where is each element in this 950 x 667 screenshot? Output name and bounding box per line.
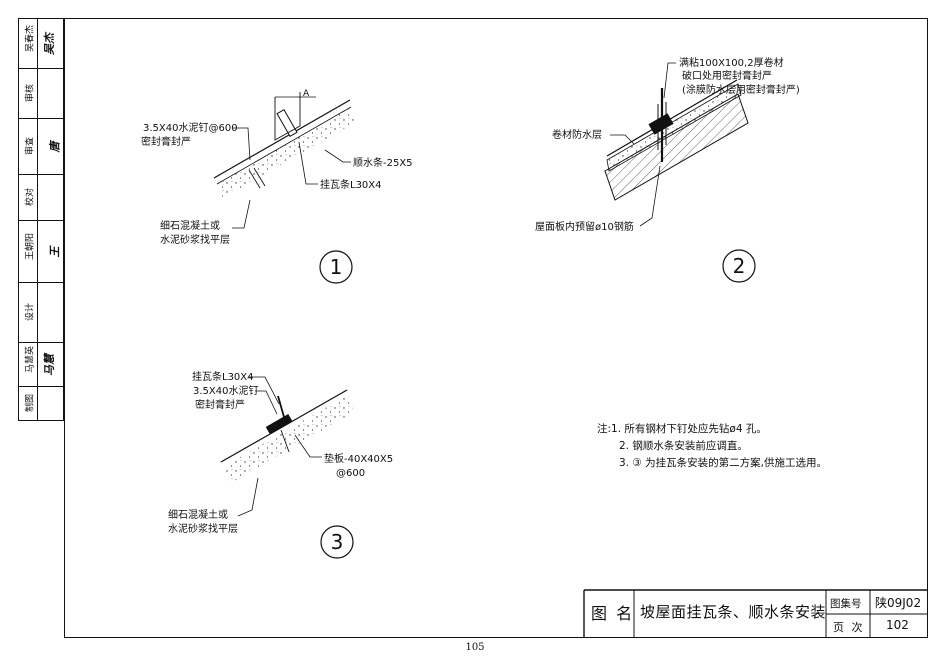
page-label: 页 次	[833, 621, 865, 634]
general-notes: 注:1. 所有钢材下钉处应先钻ø4 孔。 2. 钢顺水条安装前应调直。 3. ③…	[597, 421, 827, 472]
detail-number: 1	[330, 255, 343, 279]
label-patch-line3: (涂膜防水层用密封膏封严)	[682, 83, 800, 96]
leader-counter-batten	[324, 149, 351, 163]
approval-strip: 吴春杰 吴杰 审核 审查 唐 校对 王朝阳 王 设计 马慧英 马慧 制图	[18, 18, 64, 421]
detail-3: 挂瓦条L30X4 3.5X40水泥钉 密封膏封严 垫板-40X40X5 @600…	[168, 370, 393, 559]
label-pad-line2: @600	[336, 468, 365, 479]
roof-surface-line	[213, 99, 351, 179]
batten-outline	[274, 92, 301, 141]
waterproof-membrane-layer	[606, 83, 742, 172]
label-screed-line2: 水泥砂浆找平层	[160, 233, 230, 246]
note-line: 3. ③ 为挂瓦条安装的第二方案,供施工选用。	[619, 457, 827, 469]
leader-pad	[294, 434, 322, 458]
leader-patch	[663, 62, 676, 99]
screed-layer	[217, 108, 356, 198]
strip-cell: 王朝阳 王	[19, 221, 63, 283]
atlas-label: 图集号	[830, 598, 862, 610]
strip-divider	[37, 19, 38, 420]
leader-rebar	[639, 165, 661, 227]
leader-batten	[249, 376, 280, 405]
label-nail: 3.5X40水泥钉@600	[143, 121, 238, 134]
label-screed-line2: 水泥砂浆找平层	[168, 522, 238, 535]
detail-number-circle	[722, 249, 756, 283]
label-rebar: 屋面板内预留ø10钢筋	[535, 220, 634, 233]
leader-nail	[232, 127, 251, 161]
atlas-number: 陕09J02	[875, 596, 922, 610]
label-seal: 密封膏封严	[195, 398, 245, 411]
drawing-frame	[64, 18, 928, 638]
leader-screed	[232, 199, 251, 229]
counter-batten-line	[216, 106, 352, 185]
label-screed-line1: 细石混凝土或	[168, 508, 228, 521]
sheet-page-number: 102	[886, 618, 909, 632]
nail-mark	[248, 169, 261, 189]
detail-number: 2	[733, 254, 746, 278]
leader-screed	[237, 477, 259, 517]
label-counter-batten: 顺水条-25X5	[353, 156, 413, 169]
note-line: 2. 钢顺水条安装前应调直。	[619, 440, 748, 452]
tile-batten-angle	[276, 109, 298, 137]
detail-number-circle	[320, 525, 354, 559]
nail-mark	[253, 167, 266, 187]
title-block-grid	[583, 589, 928, 638]
strip-cell: 吴春杰 吴杰	[19, 19, 63, 69]
detail-1: A 3.5X40水泥钉@600 密封膏封严 顺水条-25X5 挂瓦条L30X4 …	[141, 89, 413, 284]
label-batten: 挂瓦条L30X4	[192, 370, 254, 383]
note-line: 注:1. 所有钢材下钉处应先钻ø4 孔。	[597, 423, 767, 435]
slope-mark: A	[303, 89, 310, 99]
title-block-name-label: 图 名	[591, 604, 635, 623]
roof-slab-section	[604, 93, 749, 201]
roof-surface-line	[606, 79, 738, 157]
nail-mark	[280, 429, 290, 453]
pad-plate	[265, 414, 293, 434]
strip-cell: 审查 唐	[19, 119, 63, 175]
label-patch-line2: 破口处用密封膏封严	[682, 69, 772, 82]
roof-surface-line	[220, 389, 348, 463]
detail-number-circle	[319, 250, 353, 284]
leader-membrane	[610, 134, 635, 145]
strip-cell: 设计	[19, 283, 63, 343]
label-pad-line1: 垫板-40X40X5	[324, 452, 393, 465]
leader-nail	[255, 390, 278, 415]
strip-cell: 审核	[19, 69, 63, 119]
label-screed-line1: 细石混凝土或	[160, 219, 220, 232]
book-page-number: 105	[465, 642, 485, 653]
detail-number: 3	[331, 530, 344, 554]
strip-cell: 校对	[19, 175, 63, 221]
detail-2: 满粘100X100,2厚卷材 破口处用密封膏封严 (涂膜防水层用密封膏封严) 卷…	[535, 56, 800, 283]
screed-layer	[223, 395, 354, 484]
label-batten: 挂瓦条L30X4	[320, 178, 382, 191]
tile-batten	[277, 395, 287, 425]
label-seal: 密封膏封严	[141, 135, 191, 148]
label-membrane: 卷材防水层	[552, 128, 602, 141]
label-patch-line1: 满粘100X100,2厚卷材	[679, 56, 784, 69]
label-nail: 3.5X40水泥钉	[193, 384, 258, 397]
strip-cell: 马慧英 马慧	[19, 343, 63, 387]
drawing-title: 坡屋面挂瓦条、顺水条安装	[640, 603, 827, 621]
leader-batten	[298, 141, 318, 185]
